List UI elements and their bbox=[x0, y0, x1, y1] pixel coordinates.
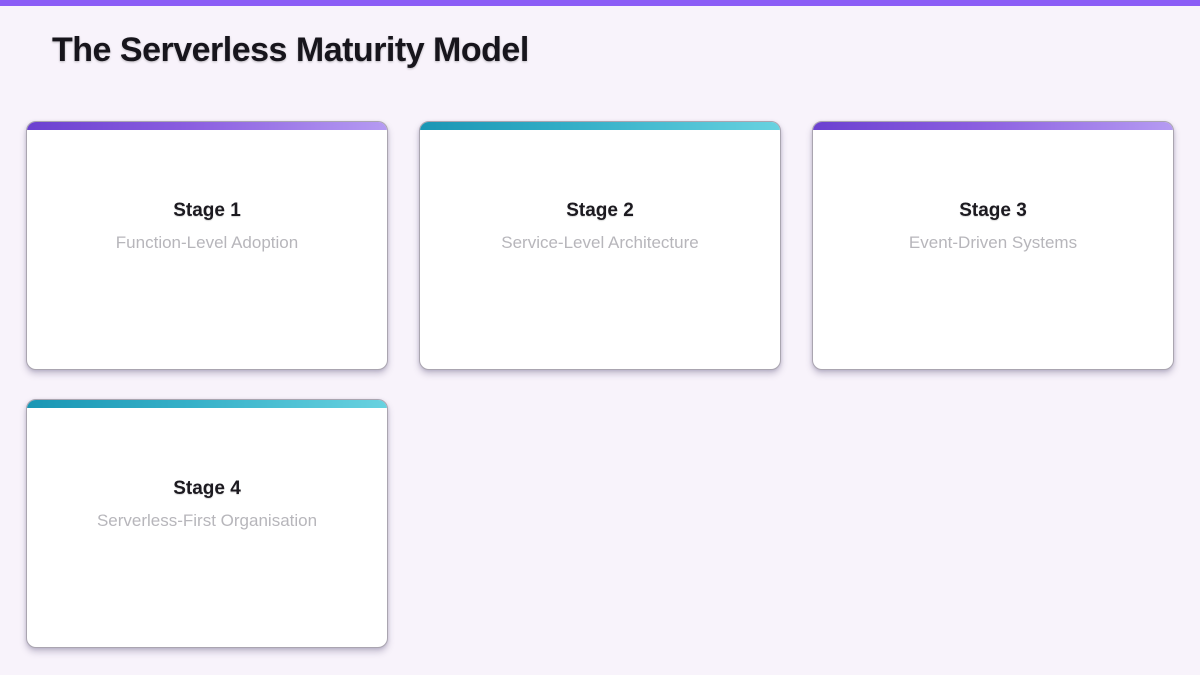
stage-title: Stage 2 bbox=[566, 200, 634, 221]
card-accent-bar bbox=[27, 122, 387, 130]
stage-label: Serverless-First Organisation bbox=[96, 511, 318, 530]
card-accent-bar bbox=[27, 400, 387, 408]
top-accent-bar bbox=[0, 0, 1200, 6]
card-accent-bar bbox=[420, 122, 780, 130]
card-body: Stage 4 Serverless-First Organisation bbox=[27, 408, 387, 531]
stage-label: Event-Driven Systems bbox=[908, 233, 1078, 252]
stage-card: Stage 4 Serverless-First Organisation bbox=[26, 399, 388, 648]
stage-label: Function-Level Adoption bbox=[115, 233, 299, 252]
card-body: Stage 1 Function-Level Adoption bbox=[27, 130, 387, 253]
stage-label: Service-Level Architecture bbox=[501, 233, 699, 252]
page-title: The Serverless Maturity Model bbox=[52, 31, 529, 69]
stage-cards-grid: Stage 1 Function-Level Adoption Stage 2 … bbox=[26, 121, 1174, 648]
stage-title: Stage 3 bbox=[959, 200, 1027, 221]
stage-title: Stage 4 bbox=[173, 478, 241, 499]
stage-title: Stage 1 bbox=[173, 200, 241, 221]
card-body: Stage 2 Service-Level Architecture bbox=[420, 130, 780, 253]
stage-card: Stage 3 Event-Driven Systems bbox=[812, 121, 1174, 370]
card-body: Stage 3 Event-Driven Systems bbox=[813, 130, 1173, 253]
card-accent-bar bbox=[813, 122, 1173, 130]
stage-card: Stage 1 Function-Level Adoption bbox=[26, 121, 388, 370]
stage-card: Stage 2 Service-Level Architecture bbox=[419, 121, 781, 370]
